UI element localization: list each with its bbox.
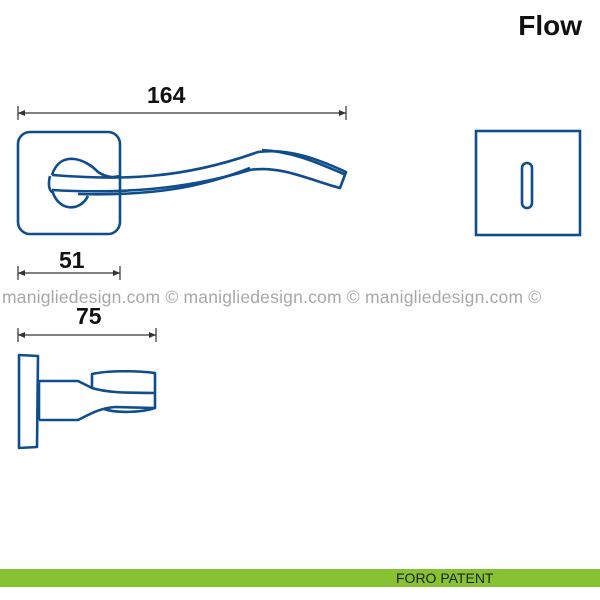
dimension-projection: 75 <box>76 303 102 329</box>
dimension-length: 164 <box>147 82 186 108</box>
watermark: maniglie­design.com © maniglie­design.co… <box>2 287 542 307</box>
dimension-rose-width: 51 <box>59 247 85 273</box>
footer-label: FORO PATENT <box>396 570 494 586</box>
escutcheon <box>474 129 582 237</box>
product-title: Flow <box>518 10 582 41</box>
footer-bar: FORO PATENT <box>0 569 600 587</box>
handle-front-view <box>16 130 348 236</box>
handle-side-view <box>17 353 157 450</box>
dimension-lines <box>17 106 347 342</box>
